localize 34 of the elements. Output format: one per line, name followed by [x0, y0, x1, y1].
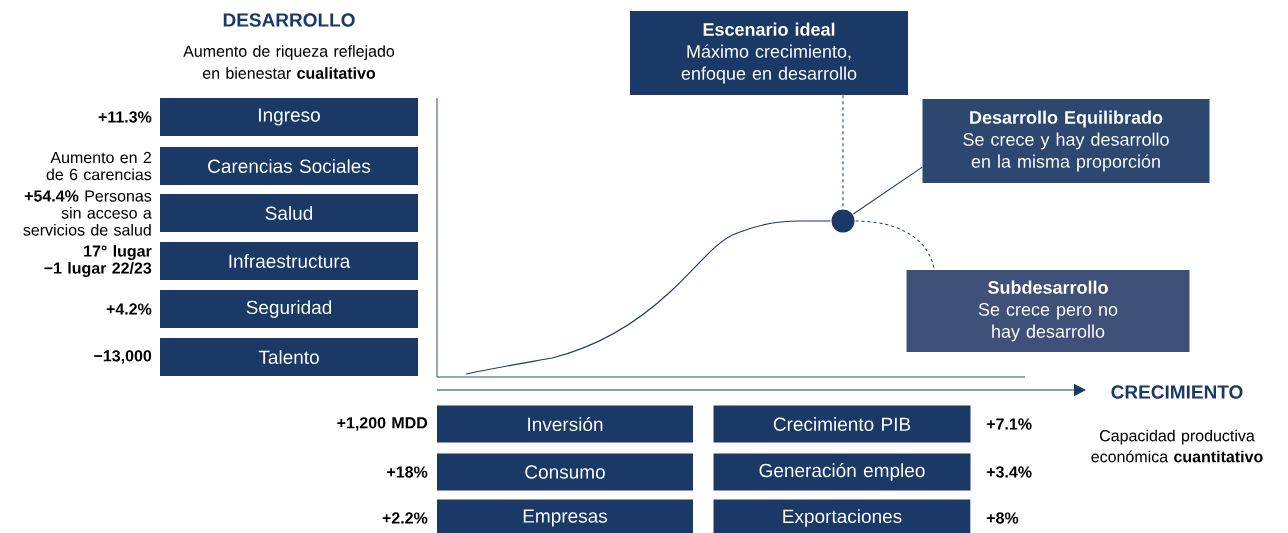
point-marker [830, 208, 856, 234]
axis-title: DESARROLLO [223, 13, 355, 27]
category-box: Carencias Sociales [160, 147, 418, 185]
category-box: Exportaciones [713, 499, 971, 533]
value-label: +11.3% [98, 111, 152, 123]
axis-description: Capacidad productiva económica cuantitativo [1091, 429, 1263, 463]
value-label: Aumento en 2 de 6 carencias [46, 151, 152, 181]
scenario-box: Desarrollo Equilibrado Se crece y hay desarrollo en la misma proporción [922, 99, 1210, 183]
value-label: +54.4% Personas sin acceso a servicios de salud [23, 190, 152, 236]
value-label: +2.2% [382, 512, 428, 524]
value-label: +7.1% [986, 418, 1032, 430]
category-box: Ingreso [160, 98, 418, 136]
category-box: Consumo [437, 453, 693, 491]
axis-title: CRECIMIENTO [1111, 385, 1243, 399]
scenario-box: Subdesarrollo Se crece pero no hay desarrollo [906, 270, 1190, 352]
connector-line [842, 94, 844, 209]
value-label: +4.2% [106, 303, 152, 315]
category-box: Inversión [437, 405, 693, 443]
connector-line [852, 166, 923, 215]
category-box: Talento [160, 338, 418, 376]
category-box: Empresas [437, 499, 693, 533]
category-box: Salud [160, 194, 418, 232]
value-label: 17° lugar −1 lugar 22/23 [44, 245, 152, 277]
category-box: Crecimiento PIB [713, 405, 971, 443]
axis-description: Aumento de riqueza reflejado en bienestar cualitativo [183, 45, 395, 79]
category-box: Generación empleo [713, 453, 971, 491]
category-box: Seguridad [160, 290, 418, 328]
value-label: +1,200 MDD [337, 417, 428, 431]
scenario-box: Escenario ideal Máximo crecimiento, enfoque en desarrollo [630, 11, 908, 95]
value-label: +18% [387, 466, 428, 478]
value-label: +3.4% [986, 466, 1032, 478]
value-label: −13,000 [94, 350, 152, 364]
category-box: Infraestructura [160, 242, 418, 280]
value-label: +8% [986, 512, 1019, 524]
